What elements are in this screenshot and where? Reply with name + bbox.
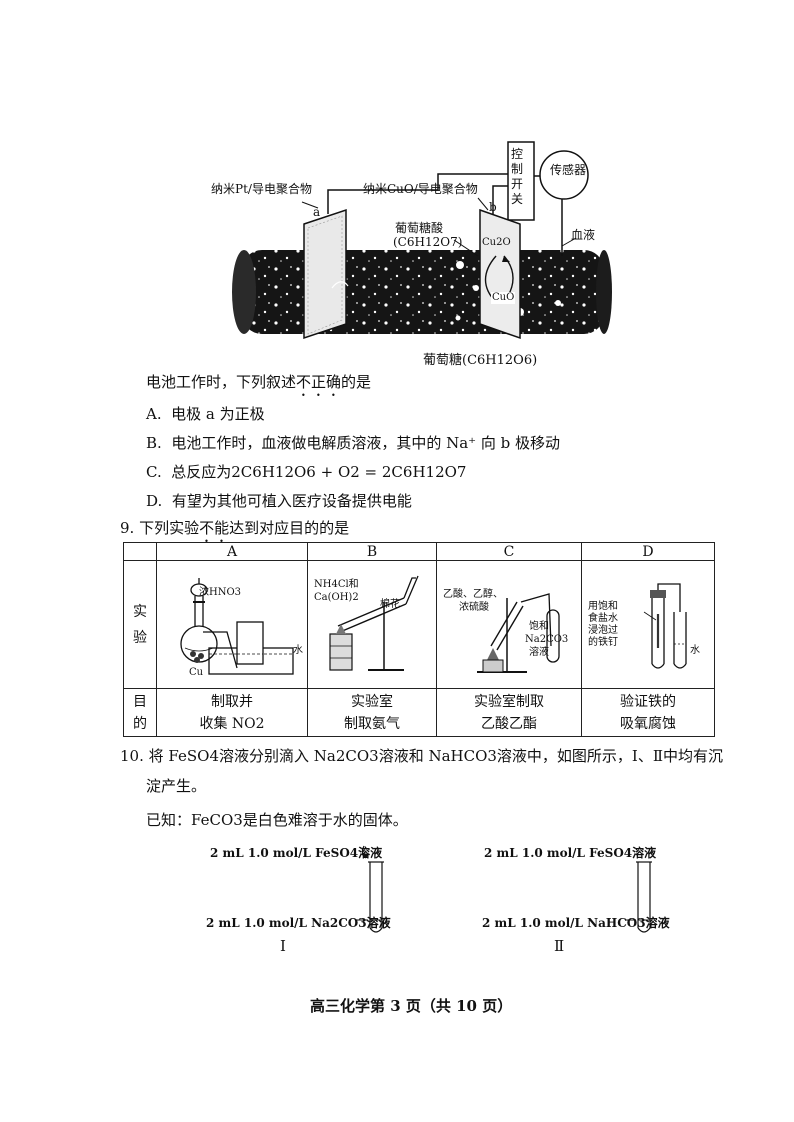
tube2-bottom-label: 2 mL 1.0 mol/L NaHCO3溶液: [482, 916, 670, 930]
test-tube-1-icon: [356, 845, 384, 933]
sensor-circle: [539, 150, 589, 200]
tube2-top-label: 2 mL 1.0 mol/L FeSO4溶液: [484, 846, 657, 860]
q9-cell-b: NH4Cl和 Ca(OH)2 棉花: [307, 560, 437, 689]
label-a: a: [313, 205, 321, 219]
q10-known: 已知：FeCO3是白色难溶于水的固体。: [146, 811, 408, 829]
label-b: b: [489, 200, 497, 214]
label-brine: 食盐水: [588, 613, 618, 624]
q10-stem-line2: 淀产生。: [146, 777, 207, 795]
q9-purpose-a: 制取并收集 NO2: [156, 688, 308, 737]
label-glucose: 葡萄糖(C6H12O6): [423, 353, 538, 368]
q8-option-a: A. 电极 a 为正极: [146, 405, 265, 423]
label-soaked: 浸泡过: [588, 625, 618, 636]
apparatus-d-icon: [643, 582, 687, 669]
q9-cell-d: 用饱和 食盐水 浸泡过 的铁钉 水: [581, 560, 715, 689]
label-cu2o: Cu2O: [482, 237, 511, 248]
label-water-d: 水: [690, 645, 700, 656]
page-footer: 高三化学第 3 页（共 10 页）: [310, 997, 513, 1015]
label-acid-alcohol: 乙酸、乙醇、: [443, 589, 503, 600]
blood-vessel: [242, 250, 604, 334]
q9-purpose-b: 实验室制取氨气: [307, 688, 437, 737]
label-blood: 血液: [571, 228, 596, 242]
q8-option-d: D. 有望为其他可植入医疗设备提供电能: [146, 492, 412, 510]
q9-header-a: A: [156, 542, 308, 561]
label-conc-h2so4: 浓硫酸: [459, 602, 489, 613]
label-nh4cl: NH4Cl和: [314, 579, 359, 590]
q9-row-label-purpose: 目的: [123, 688, 157, 737]
q9-stem: 9. 下列实验不能达到对应目的的是: [120, 519, 350, 537]
electrode-a: [303, 208, 347, 340]
label-iron-nail: 的铁钉: [588, 637, 618, 648]
q9-purpose-c: 实验室制取乙酸乙酯: [436, 688, 582, 737]
label-saturated: 饱和: [529, 621, 549, 632]
tube2-roman-label: Ⅱ: [554, 937, 565, 955]
q9-table: A B C D 实验 浓HNO3 水 Cu: [123, 542, 715, 737]
label-gluconic-acid: 葡萄糖酸: [395, 221, 444, 235]
q9-purpose-d: 验证铁的吸氧腐蚀: [581, 688, 715, 737]
q9-header-d: D: [581, 542, 715, 561]
q9-header-b: B: [307, 542, 437, 561]
apparatus-b-icon: [329, 575, 419, 671]
control-switch-box: [507, 141, 535, 221]
q10-stem-line1: 10. 将 FeSO4溶液分别滴入 Na2CO3溶液和 NaHCO3溶液中，如图…: [120, 747, 724, 765]
label-conc-hno3: 浓HNO3: [199, 587, 242, 598]
fuel-cell-diagram: [232, 141, 612, 340]
label-pt-electrode: 纳米Pt/导电聚合物: [211, 182, 312, 196]
label-cuo: CuO: [491, 292, 516, 304]
apparatus-a-icon: [180, 577, 294, 675]
label-cotton: 棉花: [380, 599, 400, 610]
label-water-a: 水: [293, 645, 303, 656]
q9-cell-c: 乙酸、乙醇、 浓硫酸 饱和 Na2CO3 溶液: [436, 560, 582, 689]
q8-option-c: C. 总反应为2C6H12O6 + O2 = 2C6H12O7: [146, 463, 467, 481]
test-tube-2-icon: [626, 861, 652, 933]
q9-cell-a: 浓HNO3 水 Cu: [156, 560, 308, 689]
tube1-roman-label: Ⅰ: [280, 937, 286, 955]
q8-option-b: B. 电池工作时，血液做电解质溶液，其中的 Na⁺ 向 b 极移动: [146, 434, 561, 452]
label-na2co3: Na2CO3: [525, 634, 569, 645]
q9-row-label-experiment: 实验: [123, 560, 157, 689]
label-solution: 溶液: [529, 647, 549, 658]
q9-header-c: C: [436, 542, 582, 561]
tube1-bottom-label: 2 mL 1.0 mol/L Na2CO3溶液: [206, 916, 391, 930]
label-saturated-d: 用饱和: [588, 601, 618, 612]
electrode-b: [479, 208, 521, 340]
label-control-switch: 控制开关: [511, 147, 524, 206]
label-caoh2: Ca(OH)2: [314, 592, 359, 603]
tube1-top-label: 2 mL 1.0 mol/L FeSO4溶液: [210, 846, 383, 860]
label-cu: Cu: [189, 667, 204, 678]
q8-stem: 电池工作时，下列叙述不正确的是: [146, 373, 372, 391]
label-cuo-polymer: 纳米CuO/导电聚合物: [363, 182, 478, 196]
label-gluconic-formula: (C6H12O7): [393, 235, 463, 249]
apparatus-c-icon: [477, 592, 560, 673]
label-sensor: 传感器: [550, 163, 587, 177]
